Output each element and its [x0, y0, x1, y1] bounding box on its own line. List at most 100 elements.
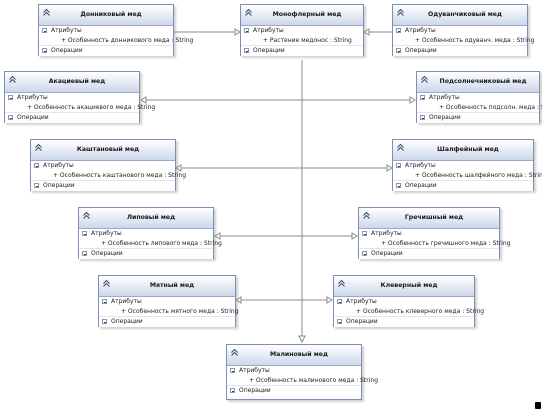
minus-toggle-icon[interactable]: [8, 95, 13, 100]
minus-toggle-icon[interactable]: [362, 251, 367, 256]
class-header: Липовый мед: [79, 208, 213, 229]
minus-toggle-icon[interactable]: [420, 95, 425, 100]
collapse-chevrons-icon[interactable]: [362, 211, 371, 220]
class-title: Подсолнечниковый мед: [439, 78, 527, 85]
attribute-text: + Особенность клеверного меда : String: [356, 307, 485, 315]
attributes-section: Атрибуты: [99, 297, 235, 307]
class-box-kashtanovy[interactable]: Каштановый мед Атрибуты + Особенность ка…: [30, 139, 186, 191]
operations-label: Операции: [346, 318, 378, 325]
minus-toggle-icon[interactable]: [82, 251, 87, 256]
class-box-shalfeyny[interactable]: Шалфейный мед Атрибуты + Особенность шал…: [392, 139, 542, 191]
attributes-label: Атрибуты: [17, 94, 48, 101]
attribute-row: + Особенность шалфейного меда : String: [393, 170, 542, 180]
collapse-chevrons-icon[interactable]: [396, 8, 405, 17]
attributes-label: Атрибуты: [111, 298, 142, 305]
operations-section: Операции: [227, 385, 361, 396]
collapse-chevrons-icon[interactable]: [337, 279, 346, 288]
collapse-chevrons-icon[interactable]: [244, 8, 253, 17]
minus-toggle-icon[interactable]: [102, 299, 107, 304]
collapse-chevrons-icon[interactable]: [34, 143, 43, 152]
class-title: Донниковый мед: [80, 11, 142, 18]
attributes-section: Атрибуты: [359, 229, 499, 239]
operations-label: Операции: [17, 114, 49, 121]
class-header: Монофлерный мед: [241, 5, 363, 26]
class-box-podsolnechnikovy[interactable]: Подсолнечниковый мед Атрибуты + Особенно…: [416, 71, 542, 123]
class-box-lipovy[interactable]: Липовый мед Атрибуты + Особенность липов…: [78, 207, 222, 259]
minus-toggle-icon[interactable]: [230, 388, 235, 393]
minus-toggle-icon[interactable]: [396, 48, 401, 53]
minus-toggle-icon[interactable]: [34, 163, 39, 168]
attribute-row: + Особенность гречишного меда : String: [359, 238, 510, 248]
class-header: Каштановый мед: [31, 140, 175, 161]
minus-toggle-icon[interactable]: [396, 183, 401, 188]
collapse-chevrons-icon[interactable]: [230, 348, 239, 357]
operations-section: Операции: [393, 180, 533, 191]
attribute-text: + Особенность гречишного меда : String: [381, 239, 511, 247]
minus-toggle-icon[interactable]: [42, 48, 47, 53]
minus-toggle-icon[interactable]: [8, 115, 13, 120]
class-title: Каштановый мед: [76, 146, 140, 153]
class-header: Шалфейный мед: [393, 140, 533, 161]
collapse-chevrons-icon[interactable]: [82, 211, 91, 220]
class-box-akatsievy[interactable]: Акациевый мед Атрибуты + Особенность ака…: [4, 71, 155, 123]
class-title: Шалфейный мед: [437, 146, 499, 153]
operations-label: Операции: [253, 47, 285, 54]
class-title: Мятный мед: [149, 282, 195, 289]
operations-label: Операции: [239, 387, 271, 394]
class-box-monofloral[interactable]: Монофлерный мед Атрибуты + Растение медо…: [240, 4, 364, 56]
collapse-chevrons-icon[interactable]: [42, 8, 51, 17]
minus-toggle-icon[interactable]: [230, 368, 235, 373]
attribute-text: + Особенность подсолн. меда : String: [439, 103, 542, 111]
minus-toggle-icon[interactable]: [337, 319, 342, 324]
minus-toggle-icon[interactable]: [362, 231, 367, 236]
attribute-text: + Особенность каштанового меда : String: [53, 171, 187, 179]
attributes-label: Атрибуты: [405, 27, 436, 34]
arrowhead-bottom: [298, 335, 306, 344]
class-title: Монофлерный мед: [272, 11, 342, 18]
arrowhead-shalfeyny: [386, 164, 393, 172]
attribute-row: + Особенность малинового меда : String: [227, 375, 378, 385]
attributes-label: Атрибуты: [51, 27, 82, 34]
class-box-kleverny[interactable]: Клеверный мед Атрибуты + Особенность кле…: [333, 275, 484, 327]
collapse-chevrons-icon[interactable]: [8, 75, 17, 84]
class-box-grechishny[interactable]: Гречишный мед Атрибуты + Особенность гре…: [358, 207, 510, 259]
attribute-row: + Особенность мятного меда : String: [99, 306, 239, 316]
attribute-row: + Особенность клеверного меда : String: [334, 306, 484, 316]
operations-label: Операции: [91, 250, 123, 257]
arrowhead-kashtanovy: [175, 164, 182, 172]
minus-toggle-icon[interactable]: [244, 28, 249, 33]
attribute-text: + Особенность акациевого меда : String: [27, 103, 156, 111]
class-header: Малиновый мед: [227, 345, 361, 366]
class-header: Подсолнечниковый мед: [417, 72, 539, 93]
class-box-malinovy[interactable]: Малиновый мед Атрибуты + Особенность мал…: [226, 344, 378, 400]
minus-toggle-icon[interactable]: [244, 48, 249, 53]
minus-toggle-icon[interactable]: [42, 28, 47, 33]
minus-toggle-icon[interactable]: [396, 163, 401, 168]
minus-toggle-icon[interactable]: [420, 115, 425, 120]
collapse-chevrons-icon[interactable]: [396, 143, 405, 152]
class-title: Малиновый мед: [270, 351, 328, 358]
attribute-text: + Особенность малинового меда : String: [249, 376, 379, 384]
collapse-chevrons-icon[interactable]: [420, 75, 429, 84]
collapse-chevrons-icon[interactable]: [102, 279, 111, 288]
minus-toggle-icon[interactable]: [82, 231, 87, 236]
minus-toggle-icon[interactable]: [34, 183, 39, 188]
class-box-oduvanchikovy[interactable]: Одуванчиковый мед Атрибуты + Особенность…: [392, 4, 534, 56]
attribute-row: + Особенность донникового меда : String: [39, 35, 193, 45]
operations-section: Операции: [241, 45, 363, 56]
attributes-label: Атрибуты: [371, 230, 402, 237]
attributes-section: Атрибуты: [227, 366, 361, 376]
corner-marker: [535, 402, 541, 409]
attributes-section: Атрибуты: [79, 229, 213, 239]
operations-section: Операции: [39, 45, 173, 56]
operations-section: Операции: [359, 248, 499, 259]
arrowhead-myatny: [235, 296, 242, 304]
minus-toggle-icon[interactable]: [102, 319, 107, 324]
attributes-label: Атрибуты: [91, 230, 122, 237]
class-header: Акациевый мед: [5, 72, 139, 93]
class-box-myatny[interactable]: Мятный мед Атрибуты + Особенность мятног…: [98, 275, 239, 327]
minus-toggle-icon[interactable]: [337, 299, 342, 304]
class-box-donnikovy[interactable]: Донниковый мед Атрибуты + Особенность до…: [38, 4, 193, 56]
minus-toggle-icon[interactable]: [396, 28, 401, 33]
